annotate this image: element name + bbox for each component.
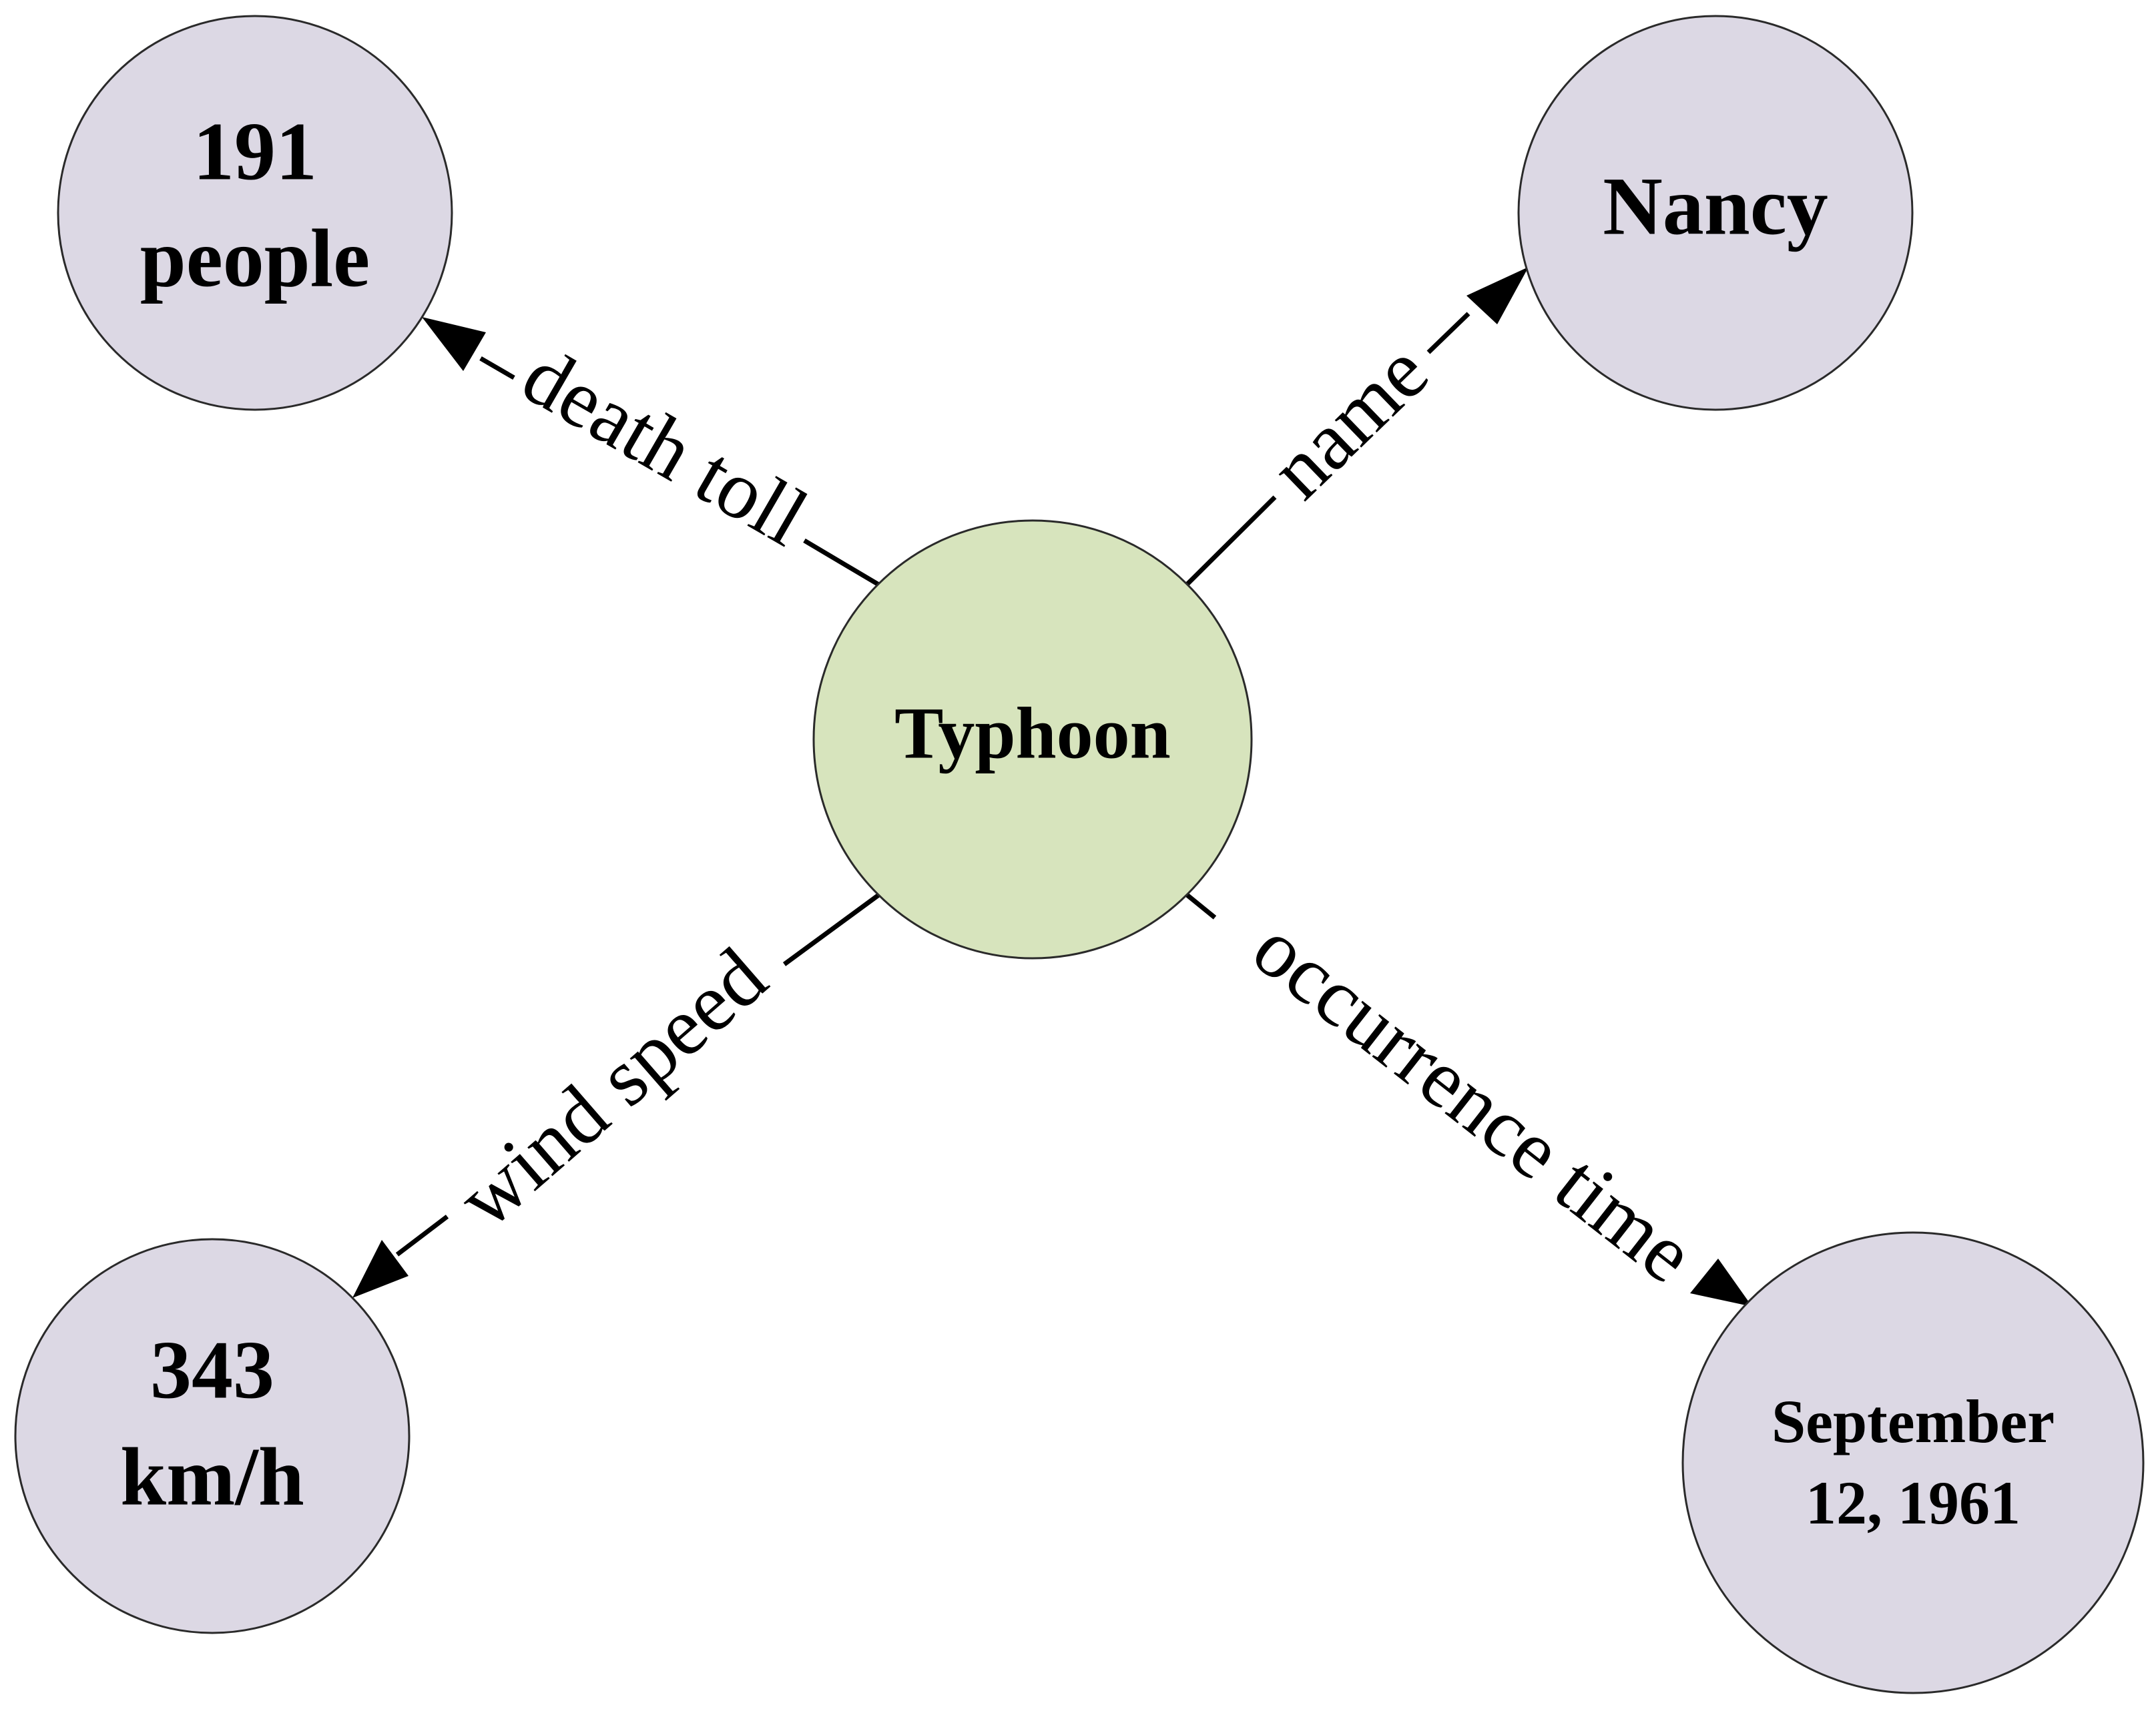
node-name-line1: Nancy [1603,160,1828,252]
edge-occurrence-time-label: occurrence time [1237,902,1711,1301]
edge-name-line-arrow [1426,312,1470,354]
edge-name-arrowhead [1466,267,1529,324]
node-name-value: Nancy [1517,15,1914,411]
node-occurrence-time-circle [1681,1231,2145,1694]
edge-wind-speed-line [782,892,882,966]
node-death-toll-value: 191 people [57,15,453,411]
edge-wind-speed-label: wind speed [441,930,784,1245]
node-wind-speed-line2: km/h [120,1431,304,1522]
edge-wind-speed: wind speed [352,892,882,1298]
node-occurrence-time-value: September 12, 1961 [1681,1231,2145,1694]
node-death-toll-line2: people [140,212,370,304]
node-wind-speed-line1: 343 [150,1324,274,1415]
node-death-toll-circle [57,15,453,411]
edge-death-toll-line [803,538,881,588]
edge-wind-speed-arrowhead [352,1240,409,1298]
node-occurrence-time-line1: September [1772,1387,2055,1455]
edge-occurrence-time: occurrence time [1184,892,1752,1307]
node-wind-speed-value: 343 km/h [14,1238,411,1634]
edge-occurrence-time-arrowhead [1690,1259,1752,1307]
edge-death-toll: death toll [422,317,881,588]
edge-death-toll-arrowhead [422,317,486,371]
edge-name-line [1184,495,1277,587]
node-occurrence-time-line2: 12, 1961 [1806,1469,2020,1537]
edge-death-toll-line-arrow [479,356,515,380]
edge-death-toll-label: death toll [508,329,822,563]
edge-name-label: name [1253,326,1445,516]
edge-wind-speed-line-arrow [395,1215,449,1257]
node-name-circle [1517,15,1914,411]
edge-occurrence-time-line [1184,892,1217,920]
node-death-toll-line1: 191 [193,105,317,197]
edge-name: name [1184,267,1529,587]
node-typhoon-label: Typhoon [894,692,1171,773]
node-typhoon-circle [812,519,1253,960]
node-typhoon: Typhoon [812,519,1253,960]
node-wind-speed-circle [14,1238,411,1634]
